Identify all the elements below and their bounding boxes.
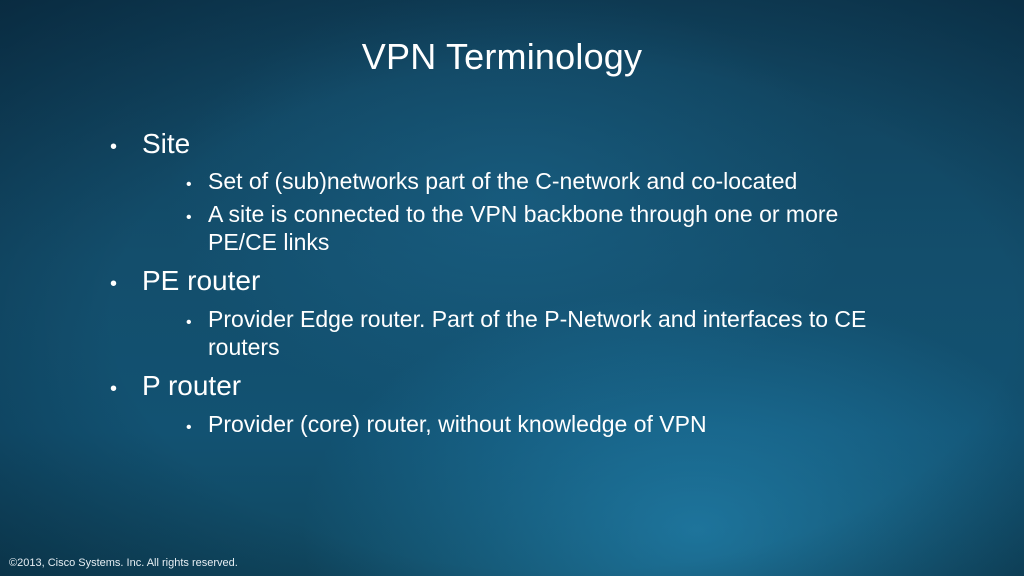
sub-bullet: • Provider Edge router. Part of the P-Ne…	[186, 305, 886, 361]
copyright-footer: ©2013, Cisco Systems. Inc. All rights re…	[9, 557, 238, 569]
bullet-dot-icon: •	[110, 273, 118, 295]
bullet-pe-router: • PE router	[110, 265, 260, 297]
slide-title: VPN Terminology	[361, 36, 643, 77]
sub-bullet-text: Provider (core) router, without knowledg…	[208, 411, 707, 437]
bullet-dot-icon: •	[186, 176, 192, 193]
bullet-p-router: • P router	[110, 370, 241, 402]
sub-bullet-text: A site is connected to the VPN backbone …	[208, 201, 839, 255]
sub-bullet: • A site is connected to the VPN backbon…	[186, 200, 846, 256]
bullet-label: P router	[142, 370, 242, 401]
bullet-label: Site	[142, 128, 191, 159]
sub-bullet: • Provider (core) router, without knowle…	[186, 410, 906, 442]
sub-bullet-text: Set of (sub)networks part of the C-netwo…	[208, 168, 798, 194]
bullet-dot-icon: •	[110, 136, 118, 158]
bullet-dot-icon: •	[186, 314, 192, 331]
sub-bullet: • Set of (sub)networks part of the C-net…	[186, 167, 906, 199]
bullet-dot-icon: •	[186, 209, 192, 226]
bullet-label: PE router	[142, 265, 261, 296]
bullet-dot-icon: •	[186, 419, 192, 436]
sub-bullet-text: Provider Edge router. Part of the P-Netw…	[208, 306, 867, 360]
bullet-site: • Site	[110, 128, 190, 160]
bullet-dot-icon: •	[110, 378, 118, 400]
